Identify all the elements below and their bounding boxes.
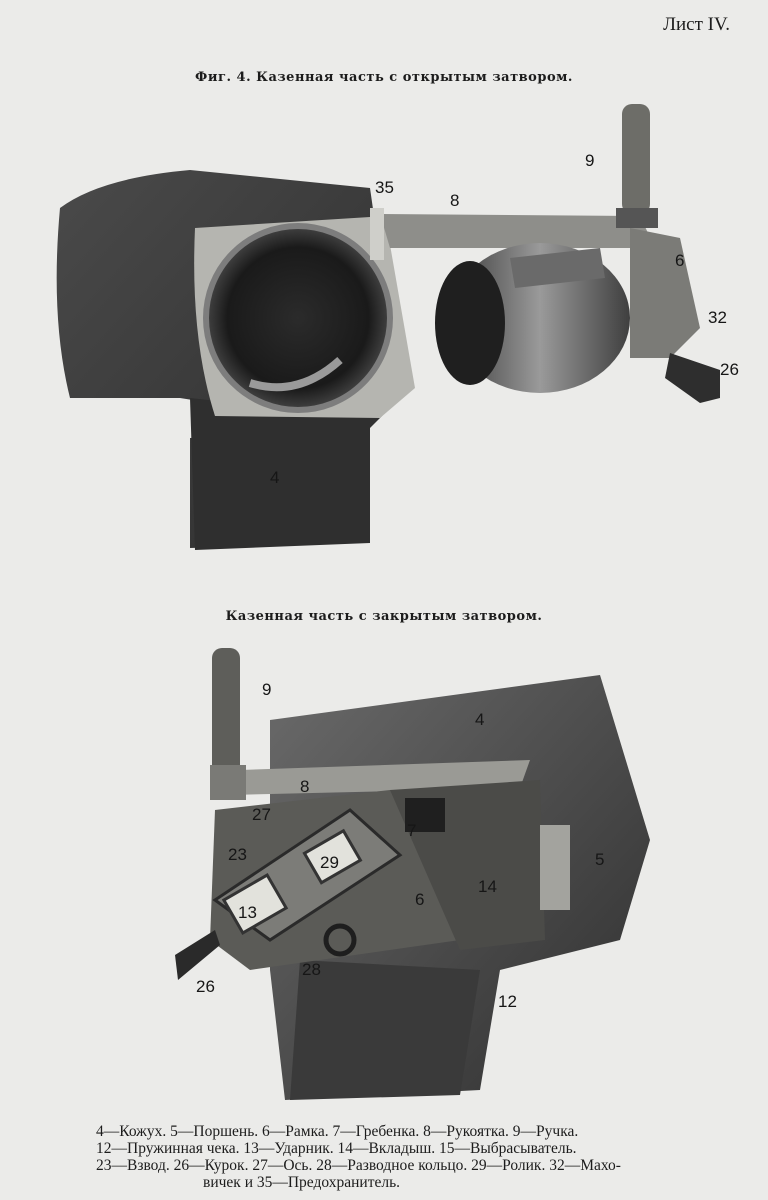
callout-6: 6: [675, 251, 684, 270]
callout-7: 7: [407, 821, 416, 840]
figure-closed-caption: Казенная часть с закрытым затвором.: [225, 609, 543, 624]
callout-9: 9: [585, 151, 594, 170]
legend-line: 23—Взвод. 26—Курок. 27—Ось. 28—Разводное…: [96, 1157, 621, 1174]
figure-open-caption: Фиг. 4. Казенная часть с открытым затвор…: [195, 70, 573, 85]
legend-line: 4—Кожух. 5—Поршень. 6—Рамка. 7—Гребенка.…: [96, 1123, 579, 1140]
callout-23: 23: [228, 845, 247, 864]
handle-grip: [622, 104, 650, 214]
callout-26: 26: [196, 977, 215, 996]
trigger-lever: [665, 353, 720, 403]
callout-4: 4: [270, 468, 279, 487]
open-breech-illustration: 35 8 9 6 32 26 4: [56, 104, 739, 550]
callout-14: 14: [478, 877, 497, 896]
callout-35: 35: [375, 178, 394, 197]
handle-grip: [212, 648, 240, 778]
callout-9: 9: [262, 680, 271, 699]
callout-8: 8: [300, 777, 309, 796]
callout-26: 26: [720, 360, 739, 379]
callout-29: 29: [320, 853, 339, 872]
sheet-number: Лист IV.: [663, 14, 730, 35]
callout-5: 5: [595, 850, 604, 869]
callout-27: 27: [252, 805, 271, 824]
callout-8: 8: [450, 191, 459, 210]
legend-line: 12—Пружинная чека. 13—Ударник. 14—Вклады…: [96, 1140, 577, 1157]
callout-28: 28: [302, 960, 321, 979]
callout-32: 32: [708, 308, 727, 327]
callout-12: 12: [498, 992, 517, 1011]
figure-open-breech: 35 8 9 6 32 26 4: [40, 98, 750, 558]
callout-6: 6: [415, 890, 424, 909]
frame-bar: [380, 214, 655, 248]
legend-line: вичек и 35—Предохранитель.: [203, 1174, 401, 1191]
closed-breech-illustration: 9 4 8 27 23 29 7 6 14 5 13 28 26 12: [175, 648, 650, 1100]
trigger-lever: [175, 930, 220, 980]
figure-closed-breech: 9 4 8 27 23 29 7 6 14 5 13 28 26 12: [160, 640, 660, 1110]
parts-legend: 4—Кожух. 5—Поршень. 6—Рамка. 7—Гребенка.…: [96, 1123, 736, 1191]
callout-13: 13: [238, 903, 257, 922]
callout-4: 4: [475, 710, 484, 729]
bore-opening: [203, 223, 393, 413]
